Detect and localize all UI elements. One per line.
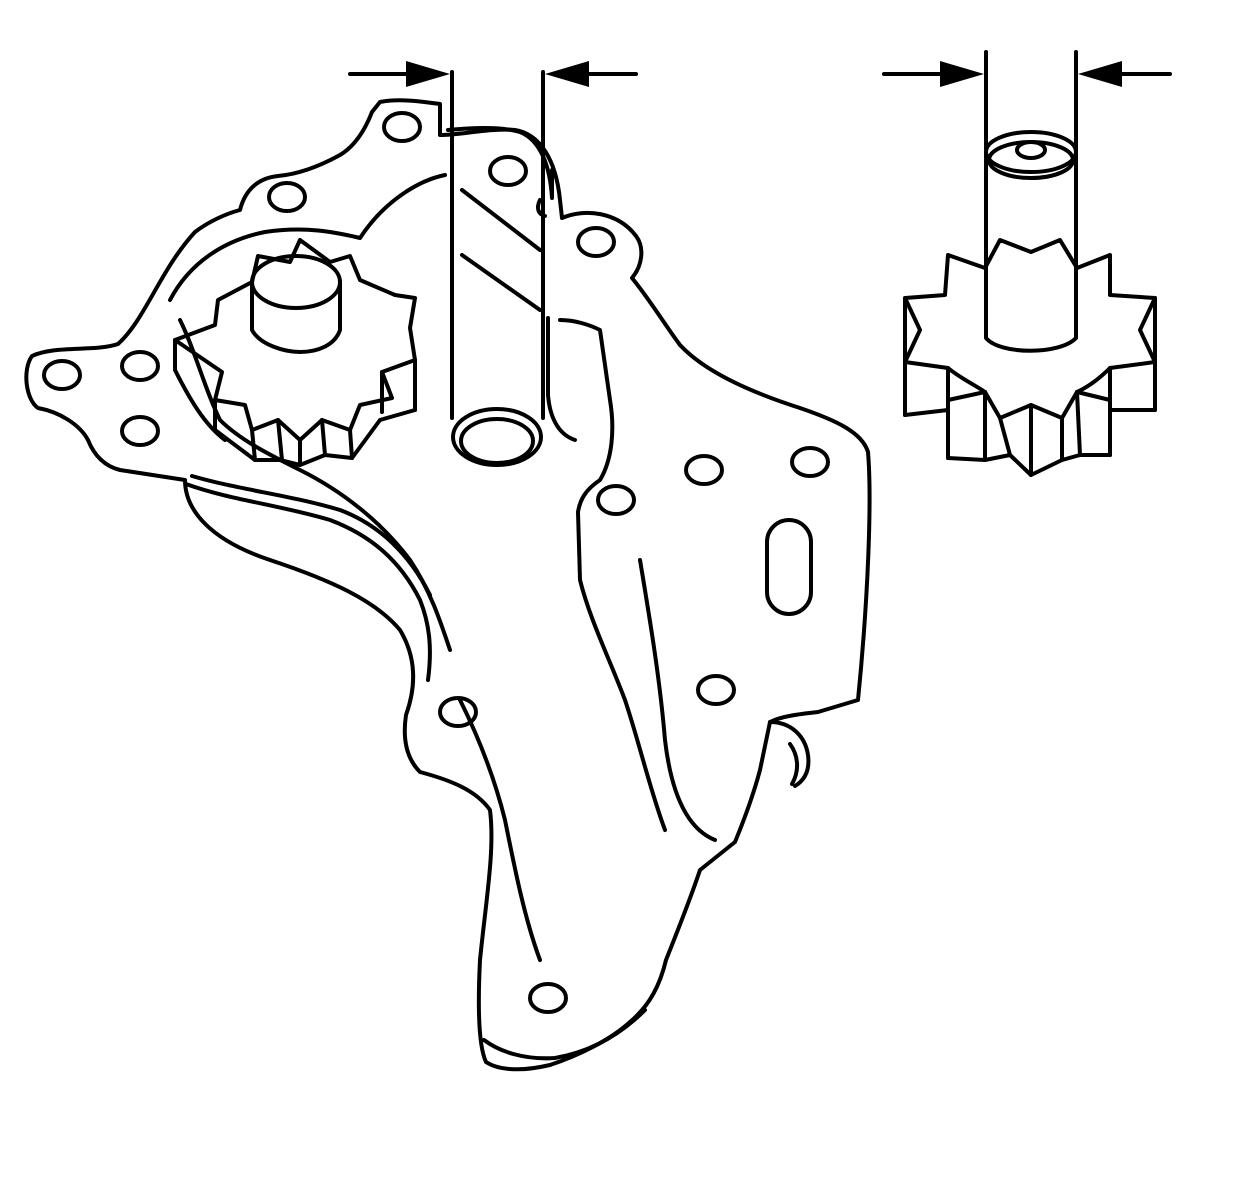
mounting-hole — [696, 674, 736, 706]
pump-body-channel-right — [638, 558, 717, 842]
mounting-hole — [120, 415, 160, 447]
driven-gear-assembly — [903, 130, 1157, 477]
pump-body-gear-cavity-rim — [168, 173, 447, 302]
mounting-hole — [488, 155, 528, 187]
pump-body-passage-diagonal-a — [460, 188, 542, 252]
pump-body-outline — [24, 98, 872, 1072]
pump-body-channel-left — [458, 698, 542, 962]
driven-gear-teeth-side — [903, 296, 1157, 477]
mounting-hole — [120, 350, 160, 382]
mounting-hole — [790, 446, 830, 478]
mounting-hole — [267, 181, 307, 213]
gear-shaft — [984, 150, 1078, 353]
mounting-hole — [438, 696, 478, 728]
gear-shaft-center-hole — [1015, 140, 1047, 160]
drive-gear-hub-top — [250, 254, 342, 310]
gear-shaft-top — [984, 130, 1078, 174]
driven-gear-teeth-top — [903, 238, 1157, 420]
drive-gear — [173, 238, 417, 467]
bore-arrowhead-left — [406, 61, 450, 87]
drive-gear-teeth-top — [173, 238, 417, 442]
shaft-arrowhead-left — [940, 61, 984, 87]
drive-gear-hub — [250, 280, 342, 354]
line-art — [24, 50, 1172, 1072]
drive-gear-teeth-lower — [213, 408, 417, 467]
shaft-arrowhead-right — [1078, 61, 1122, 87]
pump-body-passage-diagonal-b — [460, 253, 542, 312]
pump-body-lower-edge-a — [184, 482, 432, 682]
mounting-hole — [528, 982, 568, 1014]
pump-body-boss-right-front — [788, 742, 799, 786]
driven-gear-inner-step — [946, 366, 1112, 394]
bore-arrowhead-right — [545, 61, 589, 87]
mounting-hole — [42, 359, 82, 391]
pump-body-flange-step — [446, 126, 554, 200]
gear-shaft-dimension-callout — [882, 50, 1172, 152]
mounting-hole — [684, 454, 724, 486]
pump-body-throat — [558, 318, 667, 832]
pump-body-throat-inner — [546, 316, 577, 442]
pump-body — [24, 98, 872, 1072]
slotted-hole — [765, 518, 813, 616]
pump-body-lower-edge-b — [190, 474, 432, 597]
pump-bore-dimension-callout — [348, 61, 638, 420]
drive-gear-teeth-side — [173, 338, 417, 467]
pump-body-base-front — [482, 1008, 647, 1061]
mounting-hole — [596, 484, 636, 516]
mounting-hole — [576, 226, 616, 258]
pump-body-stud-stub — [535, 168, 554, 218]
pump-body-bore-inner — [459, 417, 535, 465]
driven-gear-teeth-lower — [903, 408, 1157, 477]
mounting-hole — [382, 111, 422, 143]
pump-body-boss-right — [768, 720, 811, 788]
